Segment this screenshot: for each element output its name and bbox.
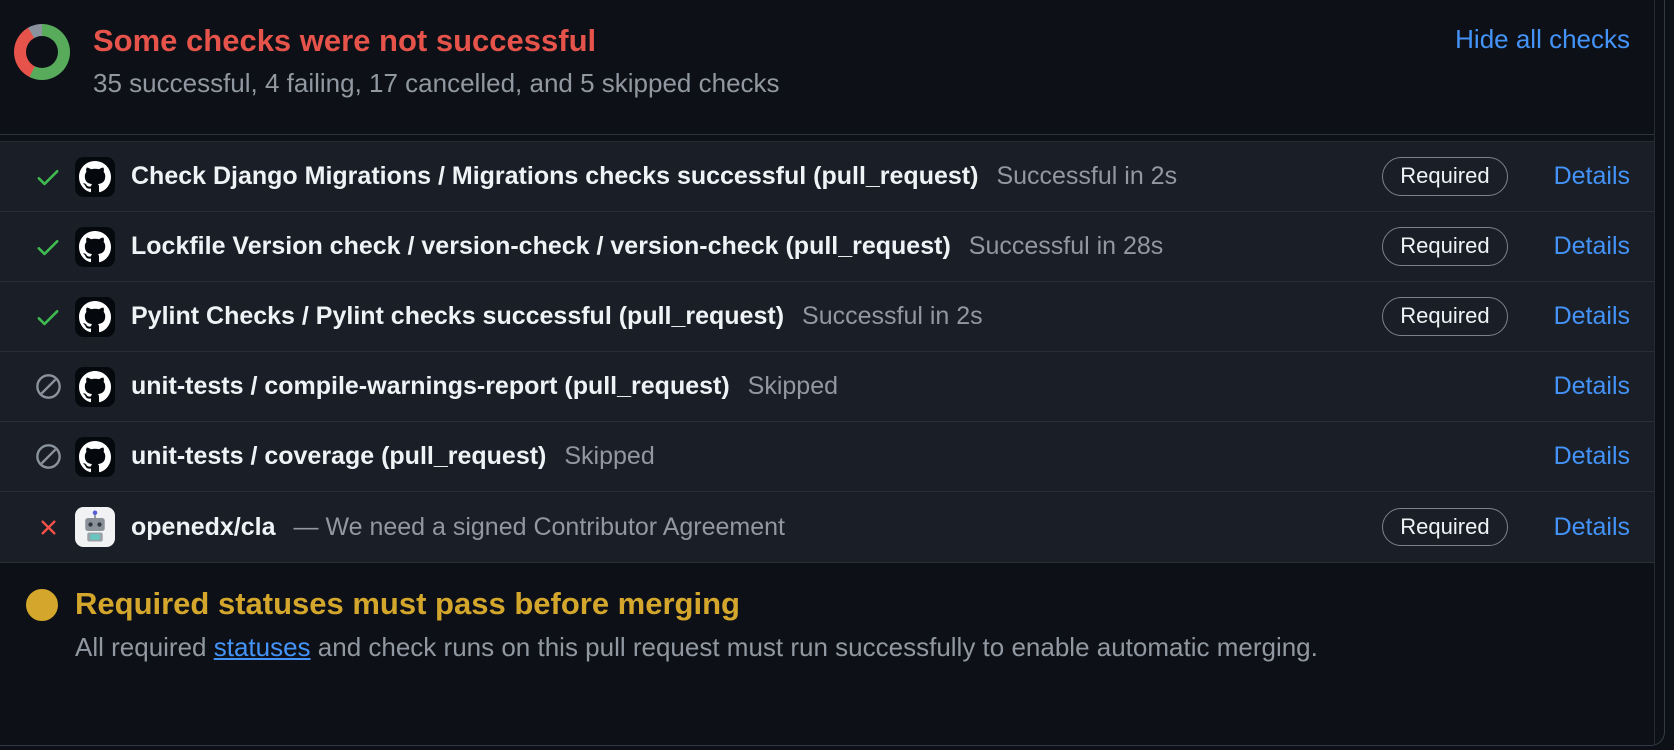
skipped-icon [34,373,62,401]
check-name: Check Django Migrations / Migrations che… [131,162,979,190]
check-name: openedx/cla [131,512,276,541]
description-text: and check runs on this pull request must… [310,632,1318,663]
github-actions-avatar [75,366,115,407]
check-row: Check Django Migrations / Migrations che… [0,142,1654,212]
required-badge: Required [1382,297,1508,336]
check-status-text: Successful in 28s [968,232,1164,260]
github-actions-avatar [75,296,115,337]
check-name: Pylint Checks / Pylint checks successful… [131,302,785,330]
check-status-text: — We need a signed Contributor Agreement [293,512,786,541]
failed-x-icon [34,513,62,541]
skipped-icon [34,443,62,471]
details-link[interactable]: Details [1553,442,1630,470]
check-success-icon [34,163,62,191]
details-link[interactable]: Details [1553,162,1630,190]
required-badge: Required [1382,507,1508,547]
check-status-text: Successful in 2s [802,302,983,330]
checks-summary-counts: 35 successful, 4 failing, 17 cancelled, … [93,68,780,99]
required-statuses-ring-icon [26,589,58,621]
check-row: openedx/cla — We need a signed Contribut… [0,492,1654,562]
required-statuses-description: All required statuses and check runs on … [75,632,1318,663]
check-success-icon [34,303,62,331]
checks-summary-donut-icon [14,24,70,80]
details-link[interactable]: Details [1553,372,1630,400]
check-status-text: Skipped [747,372,839,400]
description-text: All required [75,632,214,663]
check-row: Lockfile Version check / version-check /… [0,212,1654,282]
required-badge: Required [1382,157,1508,196]
check-success-icon [34,233,62,261]
check-name: Lockfile Version check / version-check /… [131,232,951,260]
check-name: unit-tests / compile-warnings-report (pu… [131,372,730,400]
details-link[interactable]: Details [1553,302,1630,330]
required-badge: Required [1382,227,1508,266]
check-row: Pylint Checks / Pylint checks successful… [0,282,1654,352]
checks-summary-title: Some checks were not successful [93,23,597,58]
hide-all-checks-link[interactable]: Hide all checks [1455,24,1630,54]
details-link[interactable]: Details [1553,232,1630,260]
github-actions-avatar [75,156,115,197]
required-statuses-section: Required statuses must pass before mergi… [0,563,1654,664]
checks-summary-header: Some checks were not successful 35 succe… [0,0,1654,135]
check-name: unit-tests / coverage (pull_request) [131,442,547,470]
required-statuses-title: Required statuses must pass before mergi… [75,586,740,621]
check-status-text: Successful in 2s [996,162,1178,190]
check-row: unit-tests / compile-warnings-report (pu… [0,352,1654,422]
statuses-link[interactable]: statuses [213,632,311,663]
checks-list: Check Django Migrations / Migrations che… [0,141,1654,563]
details-link[interactable]: Details [1553,512,1630,541]
header-list-gap [0,135,1654,141]
check-status-text: Skipped [564,442,655,470]
check-row: unit-tests / coverage (pull_request) Ski… [0,422,1654,492]
github-actions-avatar [75,226,115,267]
github-actions-avatar [75,436,115,477]
cla-bot-avatar [75,507,115,547]
